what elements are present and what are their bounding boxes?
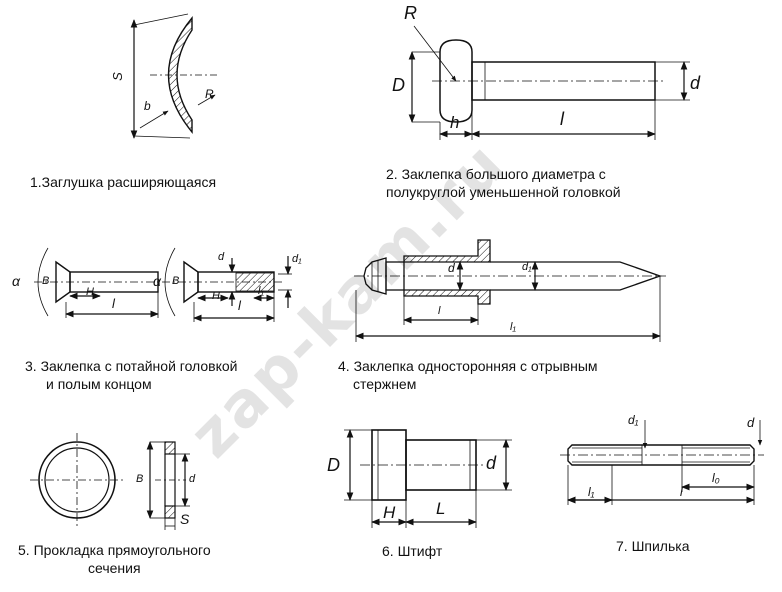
caption-3-line-1: 3. Заклепка с потайной головкой	[25, 358, 238, 374]
dim-label-h: h	[450, 113, 460, 132]
plug-drawing	[130, 13, 218, 139]
dim-label-s: S	[109, 72, 125, 81]
large-rivet-drawing	[408, 25, 690, 140]
dim-label-d1: d₁	[292, 253, 302, 265]
dim-label-r-plug: R	[205, 87, 214, 101]
dim-label-l-2: l	[238, 298, 241, 313]
caption-1: 1.Заглушка расширяющаяся	[30, 174, 217, 190]
caption-4-line-2: стержнем	[353, 376, 417, 392]
dim-label-l1-stud: l₁	[588, 485, 595, 499]
dim-label-b-2: B	[172, 275, 180, 287]
dim-label-d-2: d	[218, 251, 225, 263]
pin-drawing	[344, 429, 512, 528]
dim-label-d-blind: d	[448, 261, 455, 275]
caption-4-line-1: 4. Заклепка односторонняя с отрывным	[338, 358, 598, 374]
dim-label-d-gasket: d	[189, 473, 196, 485]
dim-label-d: d	[690, 73, 701, 93]
dim-label-r: R	[404, 3, 417, 23]
dim-label-s-gasket: S	[180, 511, 190, 527]
caption-7: 7. Шпилька	[616, 538, 690, 554]
dim-label-h-1: H	[86, 286, 94, 298]
caption-3-line-2: и полым концом	[46, 376, 152, 392]
dim-label-l-1: l	[112, 296, 115, 311]
dim-label-b-gasket: B	[136, 473, 144, 485]
dim-label-b-1: B	[42, 275, 50, 287]
countersunk-rivet-drawing	[34, 247, 292, 322]
caption-5-line-2: сечения	[88, 560, 141, 576]
stud-drawing	[560, 420, 764, 505]
blind-rivet-drawing	[354, 239, 666, 342]
dim-label-h-2: H	[212, 290, 220, 302]
caption-5-line-1: 5. Прокладка прямоугольного	[18, 542, 211, 558]
dim-label-h-pin: H	[383, 503, 396, 522]
dim-label-d1-stud: d₁	[628, 413, 639, 427]
dim-label-l-stud: l	[680, 485, 683, 499]
dim-label-l1-blind: l₁	[510, 321, 516, 333]
dim-label-l-blind: l	[438, 305, 441, 317]
dim-label-b: b	[144, 99, 151, 113]
dim-label-d1-blind: d₁	[522, 261, 532, 273]
dim-label-l: l	[560, 109, 564, 129]
dim-label-l1: l₁	[258, 285, 264, 297]
dim-label-d-pin: D	[327, 455, 340, 475]
gasket-drawing	[30, 433, 190, 530]
dim-label-d-stud: d	[747, 415, 755, 430]
dim-label-d-head: D	[392, 75, 405, 95]
dim-label-alpha-1: α	[12, 273, 20, 289]
caption-2-line-2: полукруглой уменьшенной головкой	[386, 184, 621, 200]
caption-6: 6. Штифт	[382, 543, 443, 559]
dim-label-l0-stud: l₀	[712, 471, 720, 485]
dim-label-d-shank: d	[486, 453, 497, 473]
dim-label-alpha-2: α	[153, 273, 161, 289]
dim-label-l-pin: L	[436, 499, 446, 518]
caption-2-line-1: 2. Заклепка большого диаметра с	[386, 166, 606, 182]
